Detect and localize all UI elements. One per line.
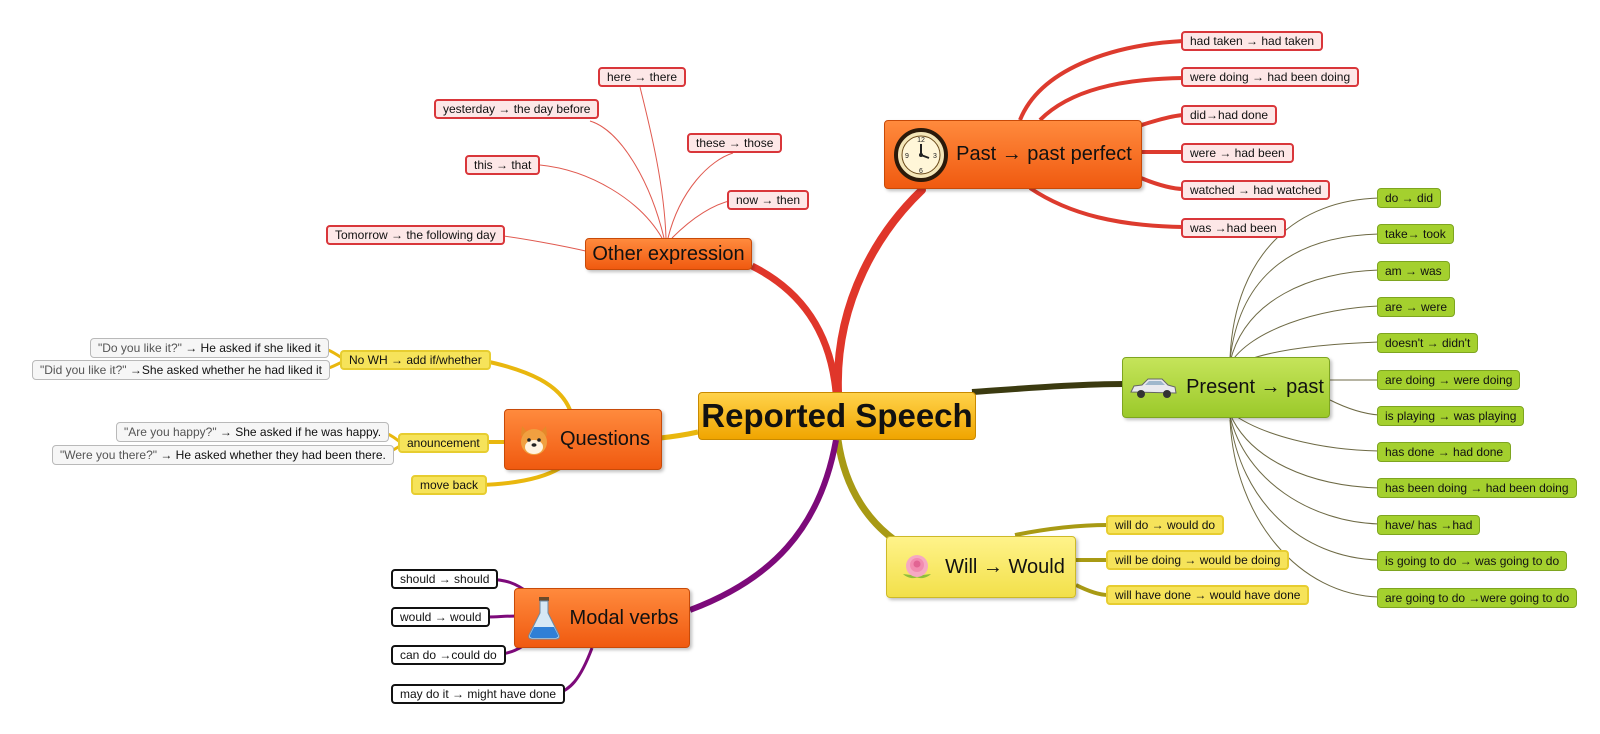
other-leaf[interactable]: now → then bbox=[727, 190, 810, 210]
present-leaf[interactable]: has been doing → had been doing bbox=[1377, 478, 1577, 498]
will-branch-node[interactable]: Will → Would bbox=[886, 536, 1076, 598]
car-icon bbox=[1128, 375, 1178, 401]
present-leaf[interactable]: is playing → was playing bbox=[1377, 406, 1525, 426]
present-leaf[interactable]: take→ took bbox=[1377, 224, 1454, 244]
modal-leaf[interactable]: may do it → might have done bbox=[391, 684, 566, 704]
quote-text: "Are you happy?" bbox=[124, 425, 217, 439]
present-leaf[interactable]: are → were bbox=[1377, 297, 1456, 317]
quote-text: "Were you there?" bbox=[60, 448, 158, 462]
reported-text: → He asked whether they had been there. bbox=[157, 448, 386, 462]
other-leaf[interactable]: here → there bbox=[598, 67, 687, 87]
present-leaf[interactable]: is going to do → was going to do bbox=[1377, 551, 1568, 571]
past-leaf[interactable]: were → had been bbox=[1181, 143, 1294, 163]
other-leaf[interactable]: these → those bbox=[687, 133, 783, 153]
present-branch-label: Present → past bbox=[1186, 376, 1324, 398]
present-leaf[interactable]: are doing → were doing bbox=[1377, 370, 1521, 390]
question-example[interactable]: "Were you there?" → He asked whether the… bbox=[52, 445, 394, 465]
will-leaf[interactable]: will be doing → would be doing bbox=[1106, 550, 1290, 570]
will-leaf[interactable]: will do → would do bbox=[1106, 515, 1225, 535]
rose-icon bbox=[897, 550, 937, 584]
move-back-node[interactable]: move back bbox=[411, 475, 488, 495]
past-leaf[interactable]: was →had been bbox=[1181, 218, 1286, 238]
will-leaf[interactable]: will have done → would have done bbox=[1106, 585, 1310, 605]
central-topic[interactable]: Reported Speech bbox=[698, 392, 976, 440]
present-leaf[interactable]: am → was bbox=[1377, 261, 1450, 281]
svg-text:3: 3 bbox=[933, 153, 937, 160]
other-leaf[interactable]: yesterday → the day before bbox=[434, 99, 600, 119]
past-leaf[interactable]: were doing → had been doing bbox=[1181, 67, 1360, 87]
flask-icon bbox=[526, 595, 562, 641]
past-leaf[interactable]: watched → had watched bbox=[1181, 180, 1331, 200]
question-example[interactable]: "Are you happy?" → She asked if he was h… bbox=[116, 422, 390, 442]
anouncement-node[interactable]: anouncement bbox=[398, 433, 489, 453]
present-leaf[interactable]: have/ has →had bbox=[1377, 515, 1481, 535]
question-example[interactable]: "Do you like it?" → He asked if she like… bbox=[90, 338, 329, 358]
svg-text:6: 6 bbox=[919, 168, 923, 175]
past-branch-node[interactable]: 12 3 6 9 Past → past perfect bbox=[884, 120, 1142, 189]
reported-text: →She asked whether he had liked it bbox=[126, 363, 323, 377]
modal-branch-label: Modal verbs bbox=[569, 606, 679, 629]
past-leaf[interactable]: did→had done bbox=[1181, 105, 1278, 125]
questions-branch-node[interactable]: Questions bbox=[504, 409, 662, 470]
question-example[interactable]: "Did you like it?" →She asked whether he… bbox=[32, 360, 331, 380]
modal-leaf[interactable]: can do →could do bbox=[391, 645, 506, 665]
dog-face-icon bbox=[516, 422, 552, 458]
modal-branch-node[interactable]: Modal verbs bbox=[514, 588, 690, 648]
questions-branch-label: Questions bbox=[559, 428, 651, 450]
quote-text: "Did you like it?" bbox=[40, 363, 127, 377]
svg-text:12: 12 bbox=[917, 137, 925, 144]
present-leaf[interactable]: are going to do →were going to do bbox=[1377, 588, 1578, 608]
will-branch-label: Will → Would bbox=[945, 555, 1065, 578]
present-leaf[interactable]: doesn't → didn't bbox=[1377, 333, 1479, 353]
reported-text: → She asked if he was happy. bbox=[216, 425, 382, 439]
modal-leaf[interactable]: should → should bbox=[391, 569, 499, 589]
clock-icon: 12 3 6 9 bbox=[894, 127, 949, 182]
past-branch-label: Past → past perfect bbox=[956, 143, 1132, 165]
present-leaf[interactable]: has done → had done bbox=[1377, 442, 1512, 462]
past-leaf[interactable]: had taken → had taken bbox=[1181, 31, 1324, 51]
other-expression-label: Other expression bbox=[592, 242, 745, 265]
svg-text:9: 9 bbox=[905, 153, 909, 160]
present-leaf[interactable]: do → did bbox=[1377, 188, 1442, 208]
no-wh-node[interactable]: No WH → add if/whether bbox=[340, 350, 491, 370]
present-branch-node[interactable]: Present → past bbox=[1122, 357, 1330, 418]
other-leaf[interactable]: Tomorrow → the following day bbox=[326, 225, 505, 245]
other-leaf[interactable]: this → that bbox=[465, 155, 541, 175]
reported-text: → He asked if she liked it bbox=[181, 341, 321, 355]
modal-leaf[interactable]: would → would bbox=[391, 607, 491, 627]
other-expression-node[interactable]: Other expression bbox=[585, 238, 752, 270]
quote-text: "Do you like it?" bbox=[98, 341, 182, 355]
